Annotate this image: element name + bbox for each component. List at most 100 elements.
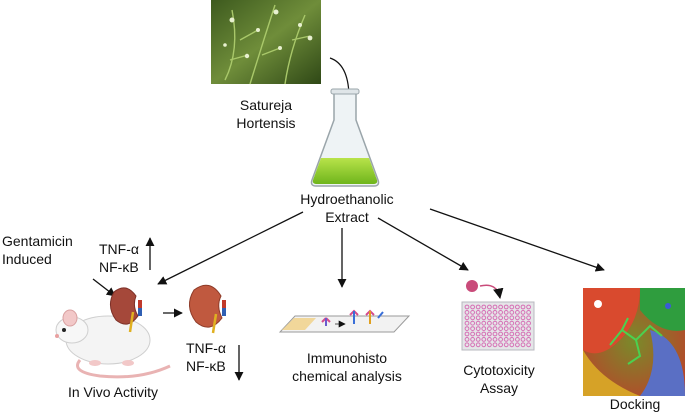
induction-label: Gentamicin Induced (2, 232, 73, 268)
plate-well (498, 331, 504, 337)
plate-well (498, 320, 504, 326)
plate-well (509, 326, 515, 332)
docking-image (583, 288, 685, 396)
plate-well (498, 326, 504, 332)
extract-arrows (92, 208, 605, 381)
plate-well (515, 331, 520, 337)
plate-well (481, 304, 487, 310)
markers-up-label: TNF-α NF-κB (99, 240, 139, 276)
plate-well (487, 304, 492, 310)
plate-well (503, 337, 509, 342)
cyto-label-line2: Assay (479, 380, 519, 396)
plate-well (492, 320, 498, 326)
plate-well (503, 310, 509, 315)
plate-well (498, 304, 504, 310)
plate-well (503, 342, 509, 348)
plant-label-line1: Satureja (239, 97, 293, 113)
immuno-label: Immunohisto chemical analysis (282, 349, 412, 385)
extract-label-line2: Extract (325, 209, 369, 225)
plate-well (475, 310, 481, 315)
plate-well (526, 304, 531, 310)
erlenmeyer-flask-icon (310, 88, 380, 187)
extract-label: Hydroethanolic Extract (292, 190, 402, 226)
plate-well (464, 342, 470, 348)
plate-well (520, 331, 526, 337)
plate-well (492, 304, 498, 310)
plate-well (464, 320, 470, 326)
plate-well (487, 326, 492, 332)
plate-well (481, 320, 487, 326)
plate-well (509, 315, 515, 321)
plate-well (503, 326, 509, 332)
plate-well (526, 337, 531, 342)
plate-well (492, 315, 498, 321)
plate-well (464, 310, 470, 315)
plate-well (520, 315, 526, 321)
plate-well (464, 337, 470, 342)
plate-well (503, 315, 509, 321)
plate-well (526, 342, 531, 348)
plate-well (520, 310, 526, 315)
induction-label-line2: Induced (2, 251, 52, 267)
plate-well (509, 342, 515, 348)
cytotoxicity-plate-icon (461, 280, 535, 351)
plate-well (475, 304, 481, 310)
plate-well (526, 315, 531, 321)
plate-well (515, 337, 520, 342)
plate-well (509, 331, 515, 337)
plate-well (520, 304, 526, 310)
plate-well (492, 337, 498, 342)
plate-well (509, 304, 515, 310)
plate-well (515, 342, 520, 348)
cyto-label-line1: Cytotoxicity (463, 362, 535, 378)
plate-well (492, 342, 498, 348)
docking-label: Docking (595, 395, 675, 413)
immuno-label-line2: chemical analysis (292, 368, 402, 384)
plant-label: Satureja Hortensis (231, 96, 301, 132)
plate-well (487, 320, 492, 326)
kidney-icon-treated (189, 284, 226, 334)
plant-label-line2: Hortensis (236, 115, 296, 131)
plate-well (509, 320, 515, 326)
plate-well (503, 320, 509, 326)
mouse-icon (55, 309, 171, 379)
immunohistochemistry-slide-icon (278, 309, 411, 333)
plate-well (526, 326, 531, 332)
plate-well (520, 342, 526, 348)
plate-well (515, 315, 520, 321)
plate-well (470, 315, 476, 321)
plate-well (475, 320, 481, 326)
plate-well (526, 310, 531, 315)
plate-well (526, 320, 531, 326)
plate-well (464, 315, 470, 321)
plate-well (503, 331, 509, 337)
plate-well (487, 331, 492, 337)
invivo-label: In Vivo Activity (53, 383, 173, 401)
plate-well (498, 310, 504, 315)
plate-well (475, 342, 481, 348)
plate-well (464, 304, 470, 310)
plate-well (492, 310, 498, 315)
plate-well (487, 342, 492, 348)
plate-well (515, 320, 520, 326)
plate-well (487, 315, 492, 321)
plate-well (470, 337, 476, 342)
plate-well (520, 326, 526, 332)
docking-label-text: Docking (609, 396, 661, 412)
plate-well (520, 320, 526, 326)
plate-well (509, 337, 515, 342)
plate-well (498, 315, 504, 321)
plate-well (481, 337, 487, 342)
plate-well (487, 337, 492, 342)
markers-down-label: TNF-α NF-κB (186, 339, 226, 375)
plate-well (492, 326, 498, 332)
plate-well (475, 326, 481, 332)
plate-well (481, 326, 487, 332)
plate-well (470, 342, 476, 348)
plate-well (515, 304, 520, 310)
plate-well (475, 337, 481, 342)
plate-well (498, 337, 504, 342)
plate-well (481, 331, 487, 337)
plate-well (509, 310, 515, 315)
